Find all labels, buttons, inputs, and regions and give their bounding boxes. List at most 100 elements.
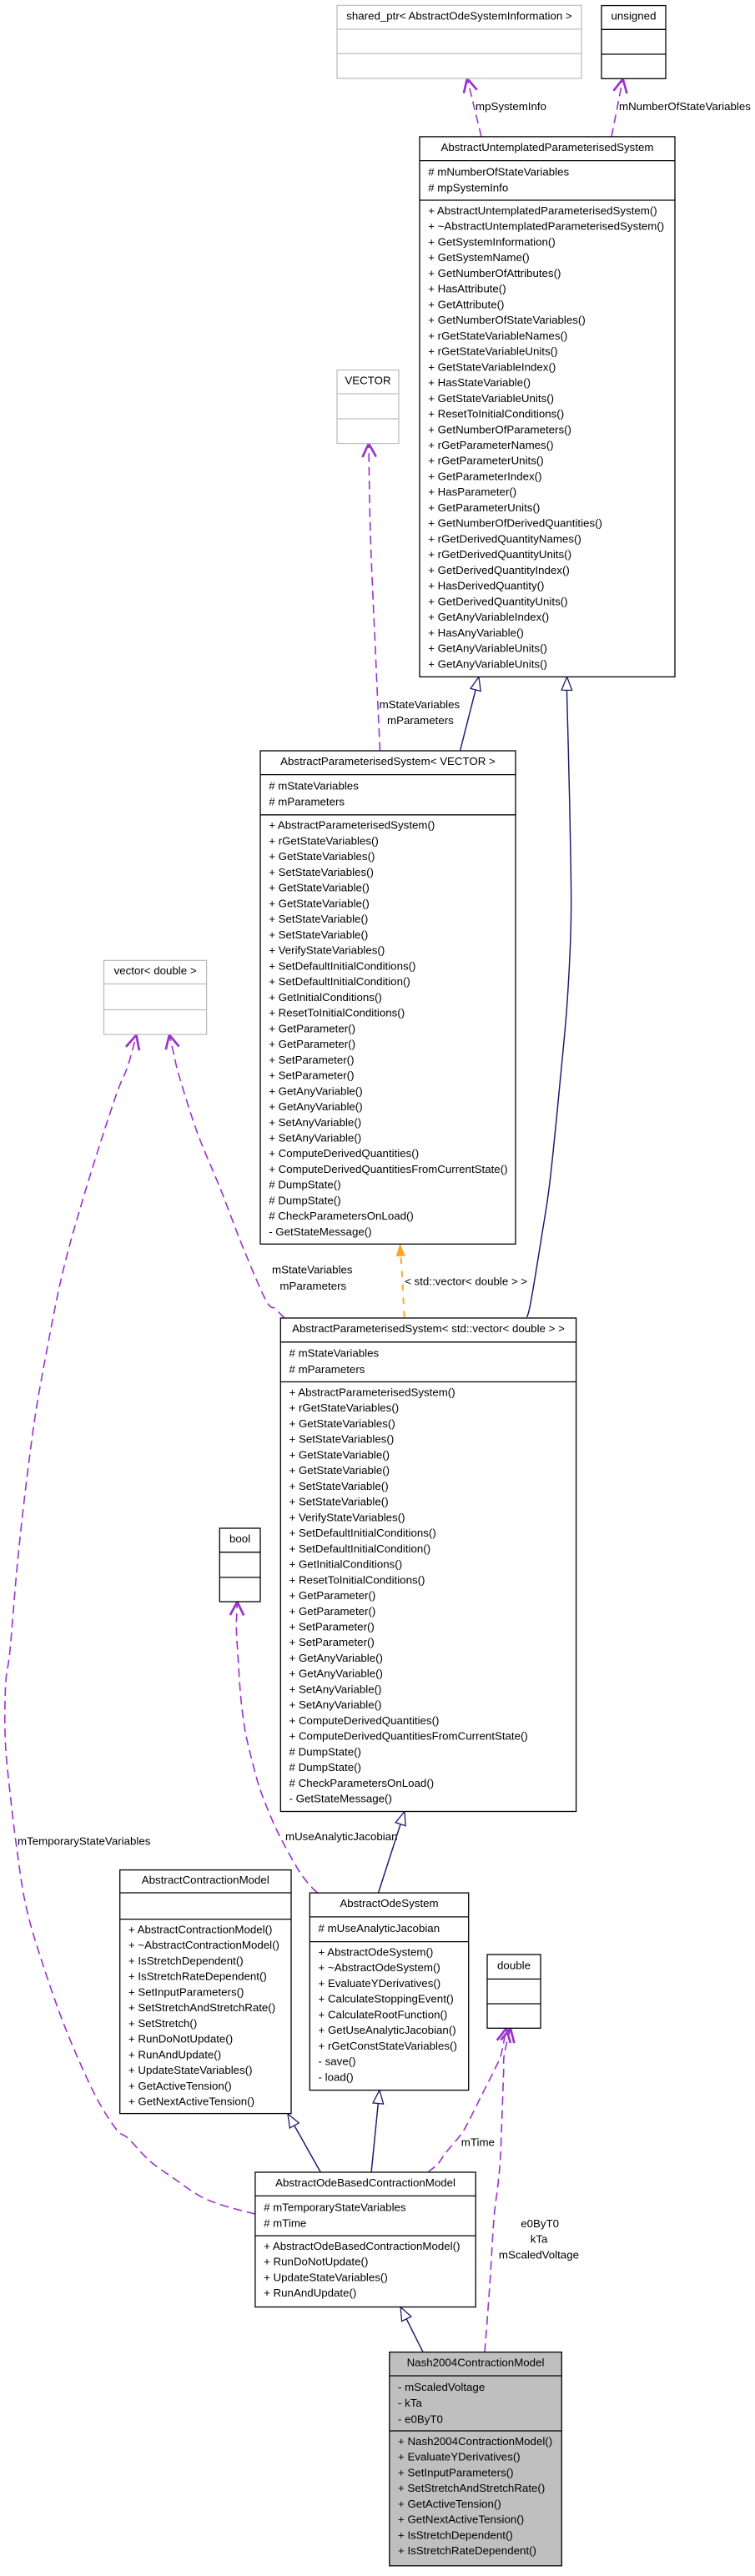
svg-text:+ GetParameterIndex(): + GetParameterIndex()	[428, 470, 541, 483]
svg-text:VECTOR: VECTOR	[345, 374, 390, 386]
svg-text:+ GetAttribute(): + GetAttribute()	[428, 298, 504, 310]
svg-text:+ ResetToInitialConditions(): + ResetToInitialConditions()	[428, 408, 564, 420]
svg-text:+ SetAnyVariable(): + SetAnyVariable()	[289, 1683, 382, 1696]
svg-text:+ SetInputParameters(): + SetInputParameters()	[398, 2466, 514, 2478]
svg-text:+ EvaluateYDerivatives(): + EvaluateYDerivatives()	[398, 2451, 521, 2463]
svg-text:+ ~AbstractOdeSystem(): + ~AbstractOdeSystem()	[319, 1961, 440, 1974]
svg-text:+ IsStretchRateDependent(): + IsStretchRateDependent()	[398, 2544, 536, 2557]
svg-text:+ SetParameter(): + SetParameter()	[289, 1621, 375, 1633]
svg-text:+ rGetStateVariables(): + rGetStateVariables()	[289, 1401, 400, 1414]
svg-text:AbstractOdeSystem: AbstractOdeSystem	[340, 1897, 438, 1909]
svg-text:mTime: mTime	[461, 2136, 495, 2148]
svg-text:+ ResetToInitialConditions(): + ResetToInitialConditions()	[269, 1007, 405, 1019]
svg-text:+ GetStateVariableIndex(): + GetStateVariableIndex()	[428, 360, 556, 373]
svg-text:- mScaledVoltage: - mScaledVoltage	[398, 2381, 485, 2393]
svg-text:Nash2004ContractionModel: Nash2004ContractionModel	[407, 2357, 545, 2369]
svg-text:mUseAnalyticJacobian: mUseAnalyticJacobian	[285, 1830, 398, 1843]
svg-text:< std::vector< double > >: < std::vector< double > >	[405, 1275, 527, 1287]
svg-text:+ ComputeDerivedQuantities(): + ComputeDerivedQuantities()	[289, 1714, 440, 1727]
svg-text:+ SetStretchAndStretchRate(): + SetStretchAndStretchRate()	[128, 2001, 275, 2014]
svg-text:+ AbstractContractionModel(): + AbstractContractionModel()	[128, 1924, 273, 1936]
svg-text:# mStateVariables: # mStateVariables	[289, 1347, 380, 1360]
svg-text:+ SetStateVariable(): + SetStateVariable()	[289, 1480, 389, 1492]
svg-text:+ rGetDerivedQuantityNames(): + rGetDerivedQuantityNames()	[428, 532, 581, 545]
svg-text:+ GetActiveTension(): + GetActiveTension()	[398, 2498, 501, 2510]
svg-text:+ rGetStateVariableNames(): + rGetStateVariableNames()	[428, 330, 567, 342]
svg-text:+ GetAnyVariable(): + GetAnyVariable()	[269, 1100, 362, 1113]
svg-text:+ IsStretchDependent(): + IsStretchDependent()	[128, 1955, 244, 1967]
svg-text:+ SetParameter(): + SetParameter()	[289, 1636, 375, 1648]
svg-text:# DumpState(): # DumpState()	[269, 1195, 340, 1207]
svg-text:+ GetNextActiveTension(): + GetNextActiveTension()	[128, 2096, 254, 2108]
svg-text:+ SetDefaultInitialCondition(): + SetDefaultInitialCondition()	[289, 1542, 431, 1555]
svg-text:mScaledVoltage: mScaledVoltage	[499, 2249, 579, 2262]
svg-text:+ EvaluateYDerivatives(): + EvaluateYDerivatives()	[319, 1977, 441, 1990]
svg-text:# CheckParametersOnLoad(): # CheckParametersOnLoad()	[269, 1210, 414, 1222]
svg-text:+ GetActiveTension(): + GetActiveTension()	[128, 2080, 232, 2092]
svg-text:+ HasDerivedQuantity(): + HasDerivedQuantity()	[428, 580, 544, 592]
svg-text:+ SetParameter(): + SetParameter()	[269, 1069, 354, 1082]
svg-text:# mParameters: # mParameters	[289, 1363, 365, 1376]
svg-text:+ GetParameterUnits(): + GetParameterUnits()	[428, 501, 540, 514]
svg-text:# mUseAnalyticJacobian: # mUseAnalyticJacobian	[319, 1922, 440, 1935]
svg-text:+ VerifyStateVariables(): + VerifyStateVariables()	[269, 944, 385, 957]
svg-text:+ HasStateVariable(): + HasStateVariable()	[428, 376, 531, 389]
svg-text:- load(): - load()	[319, 2070, 354, 2083]
svg-text:kTa: kTa	[531, 2233, 548, 2246]
svg-text:+ ResetToInitialConditions(): + ResetToInitialConditions()	[289, 1573, 425, 1586]
svg-text:+ SetDefaultInitialConditions(: + SetDefaultInitialConditions()	[289, 1527, 436, 1539]
svg-text:+ GetStateVariableUnits(): + GetStateVariableUnits()	[428, 392, 554, 405]
svg-text:+ GetStateVariables(): + GetStateVariables()	[289, 1417, 395, 1430]
svg-text:+ ~AbstractContractionModel(): + ~AbstractContractionModel()	[128, 1939, 279, 1951]
svg-text:# DumpState(): # DumpState()	[289, 1761, 361, 1774]
svg-text:+ GetSystemInformation(): + GetSystemInformation()	[428, 235, 556, 248]
svg-text:mStateVariables: mStateVariables	[380, 698, 461, 711]
svg-text:+ UpdateStateVariables(): + UpdateStateVariables()	[264, 2272, 388, 2284]
svg-text:+ SetStretchAndStretchRate(): + SetStretchAndStretchRate()	[398, 2482, 545, 2494]
svg-text:+ SetStateVariables(): + SetStateVariables()	[289, 1433, 395, 1446]
svg-text:+ ComputeDerivedQuantitiesFrom: + ComputeDerivedQuantitiesFromCurrentSta…	[289, 1730, 528, 1743]
svg-text:shared_ptr< AbstractOdeSystemI: shared_ptr< AbstractOdeSystemInformation…	[346, 9, 572, 22]
svg-text:+ rGetParameterUnits(): + rGetParameterUnits()	[428, 455, 544, 467]
svg-text:# mNumberOfStateVariables: # mNumberOfStateVariables	[428, 166, 569, 179]
svg-text:+ AbstractParameterisedSystem(: + AbstractParameterisedSystem()	[289, 1386, 456, 1398]
svg-text:+ GetSystemName(): + GetSystemName()	[428, 251, 530, 264]
svg-text:+ SetDefaultInitialConditions(: + SetDefaultInitialConditions()	[269, 959, 415, 972]
svg-text:vector< double >: vector< double >	[114, 964, 197, 977]
svg-text:+ GetInitialConditions(): + GetInitialConditions()	[269, 991, 382, 1004]
svg-text:+ GetStateVariable(): + GetStateVariable()	[289, 1464, 390, 1477]
svg-text:AbstractContractionModel: AbstractContractionModel	[142, 1874, 269, 1886]
svg-text:+ AbstractUntemplatedParameter: + AbstractUntemplatedParameterisedSystem…	[428, 204, 657, 217]
svg-text:+ GetDerivedQuantityUnits(): + GetDerivedQuantityUnits()	[428, 595, 567, 607]
svg-text:+ GetAnyVariable(): + GetAnyVariable()	[269, 1084, 362, 1097]
svg-text:+ GetNextActiveTension(): + GetNextActiveTension()	[398, 2513, 524, 2526]
svg-text:+ SetAnyVariable(): + SetAnyVariable()	[269, 1132, 361, 1145]
svg-text:# mTemporaryStateVariables: # mTemporaryStateVariables	[264, 2201, 406, 2213]
svg-text:+ RunAndUpdate(): + RunAndUpdate()	[128, 2048, 221, 2060]
svg-text:mStateVariables: mStateVariables	[272, 1264, 353, 1276]
svg-text:double: double	[497, 1959, 531, 1971]
svg-text:+ GetAnyVariable(): + GetAnyVariable()	[289, 1652, 383, 1664]
svg-text:+ SetStateVariable(): + SetStateVariable()	[289, 1496, 389, 1508]
svg-text:# CheckParametersOnLoad(): # CheckParametersOnLoad()	[289, 1777, 435, 1789]
svg-text:mParameters: mParameters	[387, 714, 454, 727]
svg-text:+ GetParameter(): + GetParameter()	[269, 1022, 355, 1034]
svg-text:+ GetAnyVariableIndex(): + GetAnyVariableIndex()	[428, 611, 549, 623]
svg-text:+ rGetParameterNames(): + rGetParameterNames()	[428, 439, 553, 451]
svg-text:+ ComputeDerivedQuantitiesFrom: + ComputeDerivedQuantitiesFromCurrentSta…	[269, 1163, 507, 1175]
svg-text:+ GetInitialConditions(): + GetInitialConditions()	[289, 1558, 403, 1571]
svg-text:+ HasAnyVariable(): + HasAnyVariable()	[428, 626, 524, 639]
svg-text:+ GetNumberOfDerivedQuantities: + GetNumberOfDerivedQuantities()	[428, 517, 602, 530]
svg-text:- GetStateMessage(): - GetStateMessage()	[269, 1225, 371, 1238]
svg-text:# mTime: # mTime	[264, 2217, 306, 2230]
svg-text:- kTa: - kTa	[398, 2397, 422, 2409]
svg-text:+ rGetStateVariables(): + rGetStateVariables()	[269, 834, 379, 847]
svg-text:+ GetAnyVariableUnits(): + GetAnyVariableUnits()	[428, 657, 547, 670]
svg-text:- e0ByT0: - e0ByT0	[398, 2412, 443, 2425]
svg-text:unsigned: unsigned	[612, 10, 657, 23]
svg-text:+ IsStretchRateDependent(): + IsStretchRateDependent()	[128, 1970, 267, 1983]
svg-text:+ RunAndUpdate(): + RunAndUpdate()	[264, 2287, 356, 2299]
svg-text:+ rGetStateVariableUnits(): + rGetStateVariableUnits()	[428, 345, 557, 358]
svg-text:+ SetStateVariables(): + SetStateVariables()	[269, 866, 374, 878]
svg-text:+ GetNumberOfStateVariables(): + GetNumberOfStateVariables()	[428, 314, 586, 326]
